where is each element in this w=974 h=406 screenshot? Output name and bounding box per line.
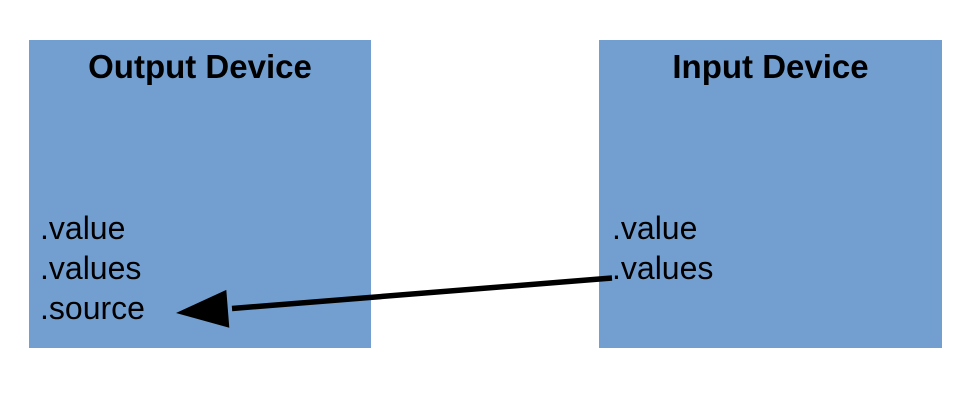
input-property-values: .values xyxy=(612,250,714,286)
input-device-box: Input Device .value .values xyxy=(599,40,942,348)
output-property-source: .source xyxy=(40,290,145,326)
output-property-values: .values xyxy=(40,250,142,286)
output-property-value: .value xyxy=(40,210,126,246)
output-device-title: Output Device xyxy=(88,48,312,85)
input-property-value: .value xyxy=(612,210,698,246)
input-device-title: Input Device xyxy=(672,48,869,85)
input-device-properties: .value .values xyxy=(612,208,713,288)
output-device-box: Output Device .value .values .source xyxy=(29,40,371,348)
output-device-properties: .value .values .source xyxy=(40,208,145,328)
